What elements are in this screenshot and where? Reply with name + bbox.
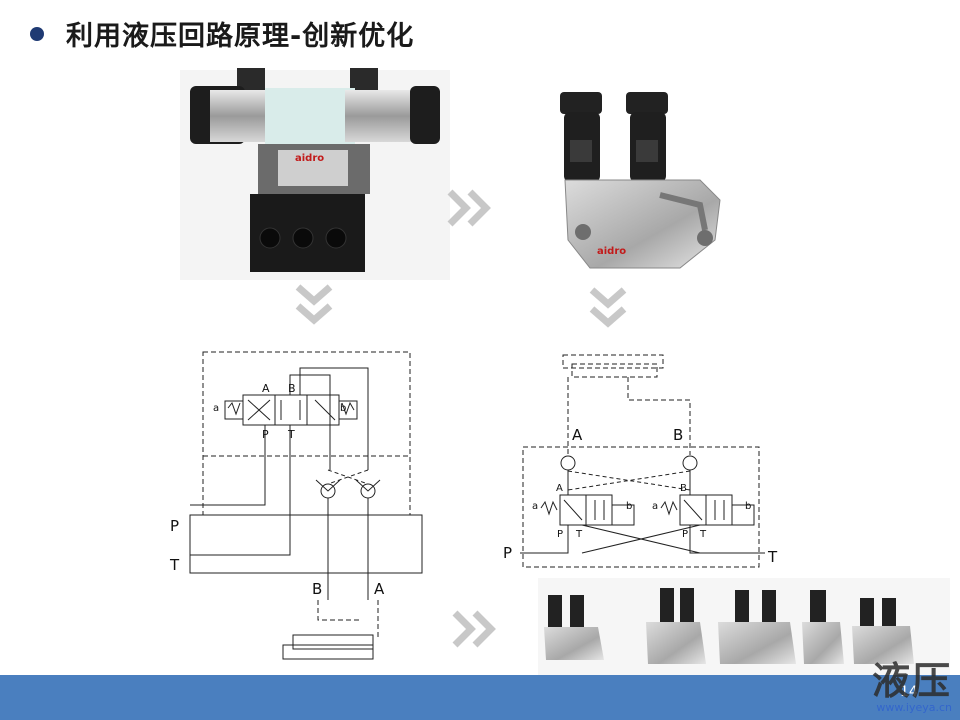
right-v2-port-b: B [680,483,687,494]
arrow-right-bottom [452,610,496,648]
arrow-down-right [589,287,627,328]
left-valve-port-b: B [288,382,296,395]
bullet-icon [30,26,44,41]
right-v2-port-p: P [682,529,688,540]
product-2 [646,588,706,664]
right-v1-port-t: T [575,529,583,540]
left-line-t: T [169,556,180,574]
right-top-b: B [673,426,683,444]
left-bottom-a: A [374,580,385,598]
watermark-url: www.iyeya.cn [876,701,952,714]
slide-title: 利用液压回路原理-创新优化 [66,21,415,52]
right-v1-solenoid-b: b [626,501,632,512]
right-v1-port-p: P [557,529,563,540]
product-5 [852,598,914,664]
left-line-p: P [170,517,179,535]
right-photo-brand-label: aidro [597,246,626,257]
left-solenoid-a: a [213,403,219,414]
arrow-right-top [447,189,491,227]
left-bottom-b: B [312,580,322,598]
integrated-circuit-schematic [520,354,765,568]
right-v1-port-a: A [556,483,563,494]
right-line-p: P [503,544,512,562]
arrow-down-left [295,284,333,325]
left-solenoid-b: b [340,403,346,414]
watermark: 液压 www.iyeya.cn [872,650,952,714]
product-1 [544,595,604,660]
left-photo-brand-label: aidro [295,153,324,164]
right-schematic-labels: A B A P T a b B P T a b P T [503,426,778,566]
conventional-valve-photo: aidro [180,68,450,280]
conventional-circuit-schematic [189,351,423,660]
right-v2-solenoid-a: a [652,501,658,512]
right-line-t: T [767,548,778,566]
right-v2-port-t: T [699,529,707,540]
left-valve-port-a: A [262,382,270,395]
left-valve-port-p: P [262,428,269,441]
product-3 [718,590,796,664]
right-v2-solenoid-b: b [745,501,751,512]
title-row: 利用液压回路原理-创新优化 [30,14,414,53]
product-lineup-photo [538,578,950,675]
footer-bar [0,675,960,720]
page-number: 14 [900,684,918,700]
product-4 [802,590,844,664]
integrated-valve-photo: aidro [560,92,721,269]
left-valve-port-t: T [287,428,295,441]
right-v1-solenoid-a: a [532,501,538,512]
left-schematic-labels: A B P T a b P T B A [169,382,385,598]
right-top-a: A [572,426,583,444]
watermark-name: 液压 [871,659,952,703]
